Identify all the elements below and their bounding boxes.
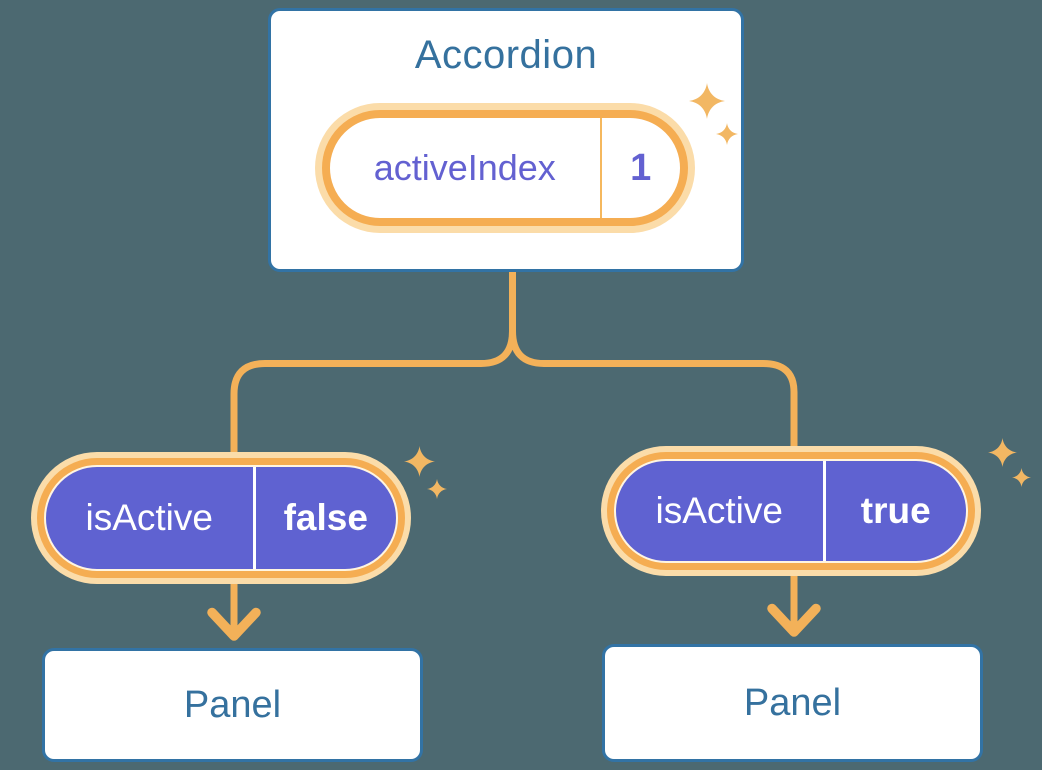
is-active-pill-right-body: isActive true (614, 459, 968, 563)
connector-right-branch (509, 267, 798, 630)
arrowhead-right-icon (767, 603, 821, 637)
is-active-value: false (283, 497, 368, 538)
is-active-pill-right: isActive true (601, 446, 981, 576)
active-index-pill: activeIndex 1 (315, 103, 695, 233)
pill-divider (822, 461, 826, 561)
sparkle-large-icon (404, 446, 435, 477)
panel-card-right: Panel (602, 644, 983, 762)
is-active-pill-left-ring: isActive false (37, 458, 405, 578)
arrowhead-left-icon (207, 607, 261, 641)
active-index-value: 1 (630, 146, 652, 189)
sparkle-small-icon (427, 479, 447, 499)
pill-divider (599, 118, 602, 218)
is-active-pill-left-body: isActive false (44, 465, 398, 571)
is-active-pill-left: isActive false (31, 452, 411, 584)
panel-title: Panel (743, 681, 842, 724)
is-active-label: isActive (85, 497, 213, 538)
sparkle-large-icon (988, 438, 1017, 467)
sparkle-small-icon (716, 123, 738, 145)
panel-title: Panel (183, 683, 282, 726)
is-active-label: isActive (655, 490, 783, 531)
pill-divider (252, 467, 256, 569)
sparkle-large-icon (689, 83, 725, 119)
active-index-label: activeIndex (373, 147, 556, 188)
active-index-pill-ring: activeIndex 1 (322, 110, 688, 226)
accordion-title: Accordion (414, 33, 598, 77)
is-active-value: true (860, 490, 931, 531)
is-active-pill-right-ring: isActive true (607, 452, 975, 570)
panel-card-left: Panel (42, 648, 423, 762)
sparkle-small-icon (1012, 468, 1031, 487)
